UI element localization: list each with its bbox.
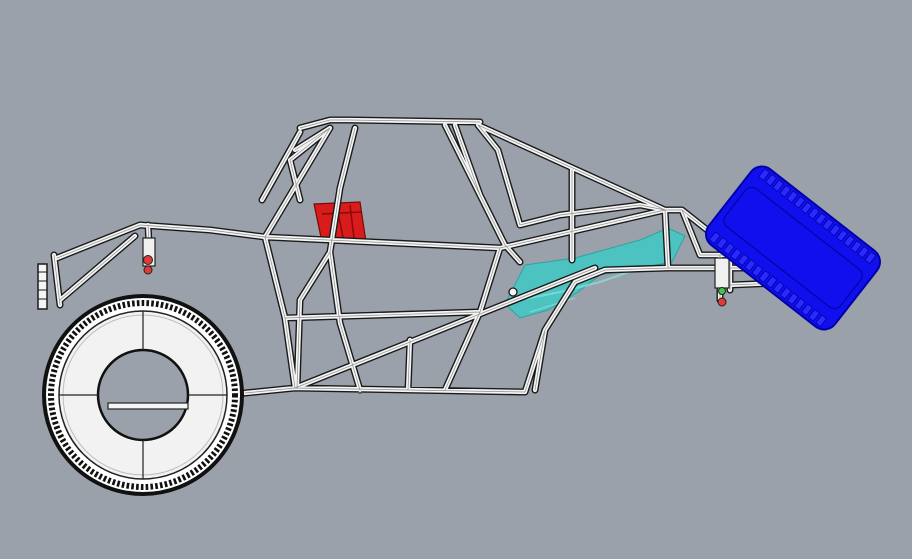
tread-block: [807, 207, 820, 220]
tread-block: [772, 281, 785, 294]
tread-block: [815, 314, 828, 328]
joint-node: [508, 287, 518, 297]
tread-block: [758, 168, 771, 181]
tread-block: [715, 236, 728, 250]
tread-block: [765, 275, 778, 289]
tread-block: [808, 308, 821, 322]
rear-shock-mount: [714, 257, 730, 307]
tread-block: [786, 292, 799, 305]
tread-block: [744, 259, 757, 272]
tread-block: [786, 190, 799, 204]
tread-block: [708, 231, 721, 245]
tread-block: [730, 247, 743, 261]
front-bumper: [37, 263, 48, 310]
tread-block: [821, 218, 834, 231]
tread-block: [828, 223, 841, 237]
tread-block: [864, 251, 877, 265]
tread-block: [814, 212, 827, 226]
tread-block: [772, 179, 785, 193]
tread-block: [765, 173, 778, 187]
tread-block: [751, 264, 764, 278]
tread-block: [843, 234, 856, 248]
tread-block: [779, 184, 792, 198]
tread-block: [737, 253, 750, 267]
tread-block: [793, 297, 806, 311]
front-shock-mount: [142, 237, 156, 275]
tread-block: [793, 195, 806, 209]
tread-block: [836, 229, 849, 242]
tread-block: [800, 201, 813, 215]
tread-block: [857, 245, 870, 259]
tread-block: [850, 240, 863, 253]
tread-block: [758, 270, 771, 283]
tread-block: [722, 242, 735, 256]
rear-tire: [705, 165, 881, 331]
front-tire: [42, 294, 244, 496]
tread-block: [779, 286, 792, 300]
tread-block: [800, 303, 813, 317]
